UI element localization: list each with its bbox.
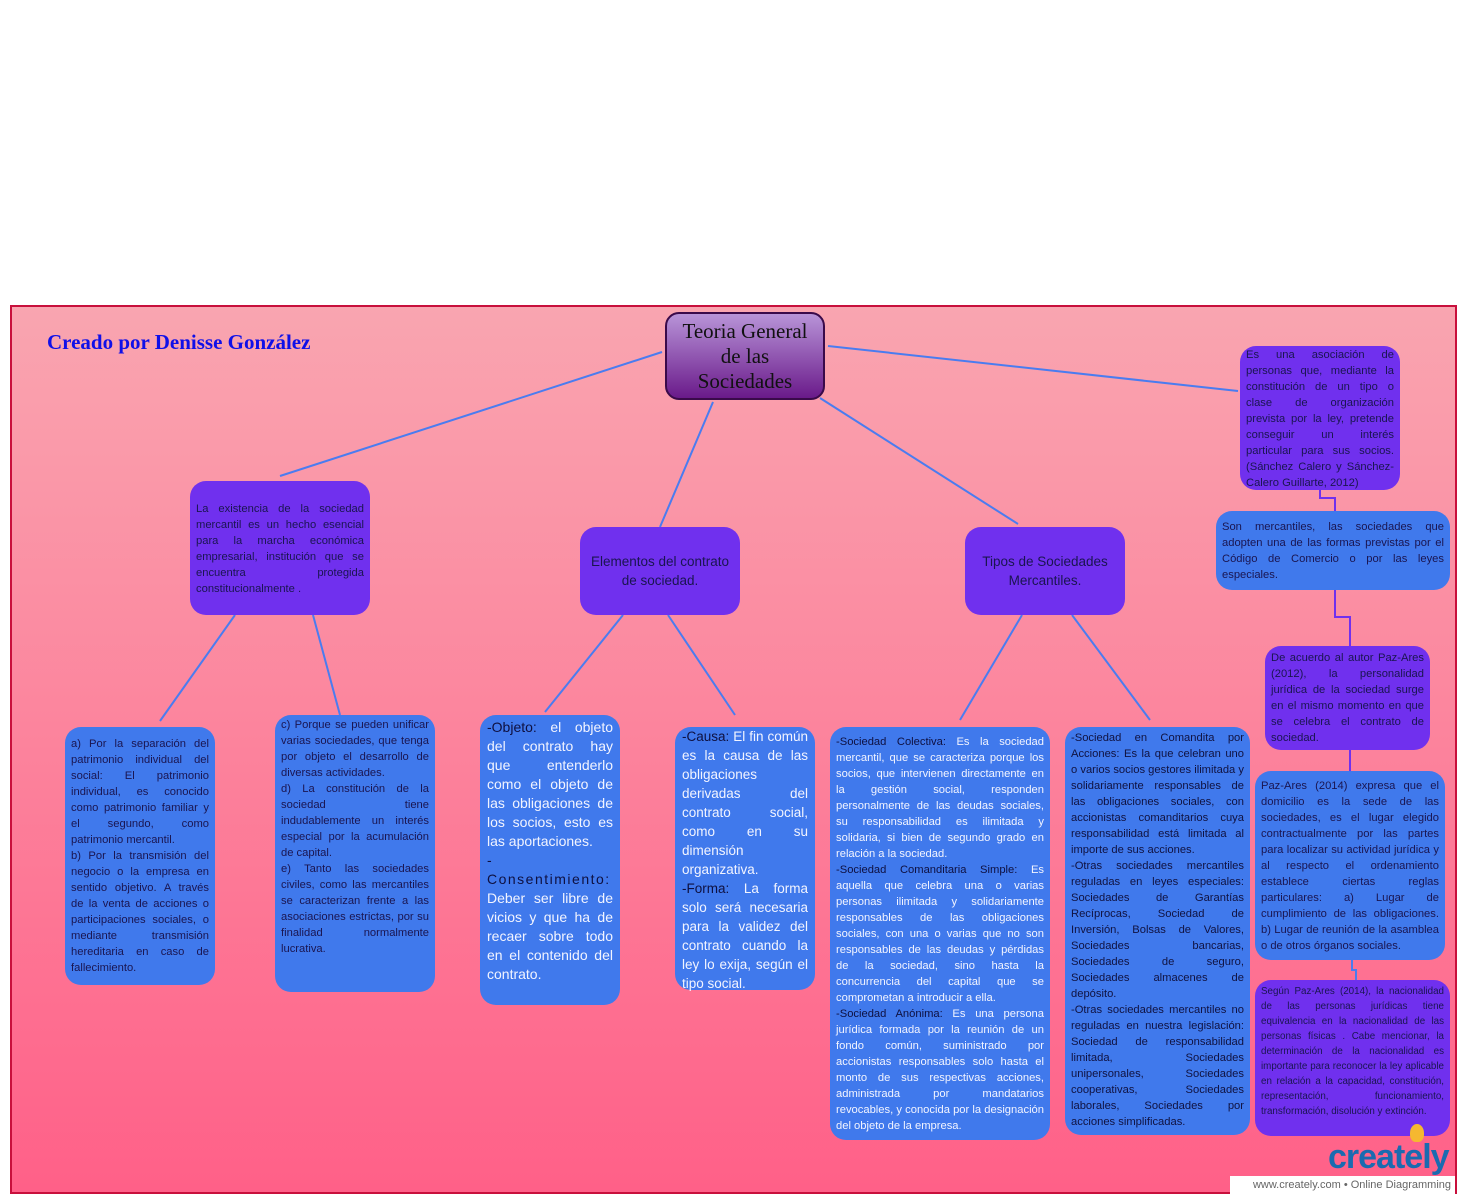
connector — [659, 401, 714, 528]
node-text: Deber ser libre de vicios y que ha de re… — [487, 890, 613, 982]
node-personalidad[interactable]: De acuerdo al autor Paz-Ares (2012), la … — [1265, 646, 1430, 750]
author-credit: Creado por Denisse González — [47, 330, 311, 354]
node-text: Según Paz-Ares (2014), la nacionalidad d… — [1261, 986, 1444, 1117]
node-text: El fin común es la causa de las obligaci… — [682, 729, 808, 877]
node-existencia[interactable]: La existencia de la sociedad mercantil e… — [190, 481, 370, 615]
connector — [1334, 590, 1351, 646]
node-text: c) Porque se pueden unificar varias soci… — [281, 719, 429, 779]
node-domicilio[interactable]: Paz-Ares (2014) expresa que el domicilio… — [1255, 771, 1445, 960]
node-text: a) Por la separación del patrimonio indi… — [71, 738, 209, 846]
node-text: -Sociedad en Comandita por Acciones: Es … — [1071, 732, 1244, 856]
label: -Objeto: — [487, 719, 537, 735]
node-text: Paz-Ares (2014) expresa que el domicilio… — [1261, 780, 1439, 952]
node-razones-cde[interactable]: c) Porque se pueden unificar varias soci… — [275, 715, 435, 992]
connector — [279, 351, 663, 477]
node-text: La existencia de la sociedad mercantil e… — [196, 503, 364, 595]
node-text: -Otras sociedades mercantiles reguladas … — [1071, 860, 1244, 1000]
connector — [1319, 490, 1336, 511]
label: -Consentimiento: — [487, 852, 611, 887]
title-line: de las — [720, 344, 770, 368]
connector — [544, 614, 624, 713]
node-text: Es aquella que celebra una o varias pers… — [836, 864, 1045, 1004]
title-line: Teoria General — [682, 319, 808, 343]
node-text: e) Tanto las sociedades civiles, como la… — [281, 863, 429, 955]
label: -Forma: — [682, 881, 730, 896]
connector — [1071, 614, 1151, 721]
root-node-title[interactable]: Teoria General de las Sociedades — [665, 312, 825, 400]
connector — [667, 614, 736, 716]
node-definicion[interactable]: Es una asociación de personas que, media… — [1240, 346, 1400, 490]
creately-logo: creately — [1328, 1138, 1450, 1176]
node-elementos[interactable]: Elementos del contrato de sociedad. — [580, 527, 740, 615]
node-text: Es la sociedad mercantil, que se caracte… — [836, 736, 1044, 860]
connector — [1351, 960, 1357, 980]
node-text: La forma solo será necesaria para la val… — [682, 881, 808, 991]
label: -Sociedad Colectiva: — [836, 736, 946, 748]
node-causa[interactable]: -Causa: El fin común es la causa de las … — [675, 727, 815, 991]
node-text: De acuerdo al autor Paz-Ares (2012), la … — [1271, 652, 1424, 744]
node-text: Son mercantiles, las sociedades que adop… — [1222, 521, 1444, 581]
connector — [827, 345, 1239, 392]
node-text: Es una asociación de personas que, media… — [1246, 349, 1394, 489]
label: -Causa: — [682, 729, 730, 744]
node-nacionalidad[interactable]: Según Paz-Ares (2014), la nacionalidad d… — [1255, 980, 1450, 1136]
connector — [312, 614, 341, 716]
node-objeto[interactable]: -Objeto: el objeto del contrato hay que … — [480, 715, 620, 1005]
label: -Sociedad Comanditaria Simple: — [836, 864, 1018, 876]
node-text: Elementos del contrato de sociedad. — [590, 554, 730, 588]
creately-footer[interactable]: www.creately.com • Online Diagramming — [1230, 1176, 1455, 1194]
connector — [819, 397, 1019, 525]
title-line: Sociedades — [697, 369, 793, 393]
node-text: d) La constitución de la sociedad tiene … — [281, 783, 429, 859]
node-text: -Otras sociedades mercantiles no regulad… — [1071, 1004, 1244, 1128]
node-mercantiles[interactable]: Son mercantiles, las sociedades que adop… — [1216, 511, 1450, 590]
node-text: el objeto del contrato hay que entenderl… — [487, 719, 613, 849]
node-text: b) Por la transmisión del negocio o la e… — [71, 850, 209, 974]
node-text: Tipos de Sociedades Mercantiles. — [982, 554, 1108, 588]
node-colectiva[interactable]: -Sociedad Colectiva: Es la sociedad merc… — [830, 727, 1050, 1140]
connector — [959, 614, 1023, 721]
connector — [159, 614, 236, 722]
node-tipos[interactable]: Tipos de Sociedades Mercantiles. — [965, 527, 1125, 615]
lightbulb-icon — [1410, 1124, 1424, 1142]
node-razones-ab[interactable]: a) Por la separación del patrimonio indi… — [65, 727, 215, 985]
node-text: Es una persona jurídica formada por la r… — [836, 1008, 1044, 1132]
label: -Sociedad Anónima: — [836, 1008, 943, 1020]
node-comandita[interactable]: -Sociedad en Comandita por Acciones: Es … — [1065, 727, 1250, 1135]
